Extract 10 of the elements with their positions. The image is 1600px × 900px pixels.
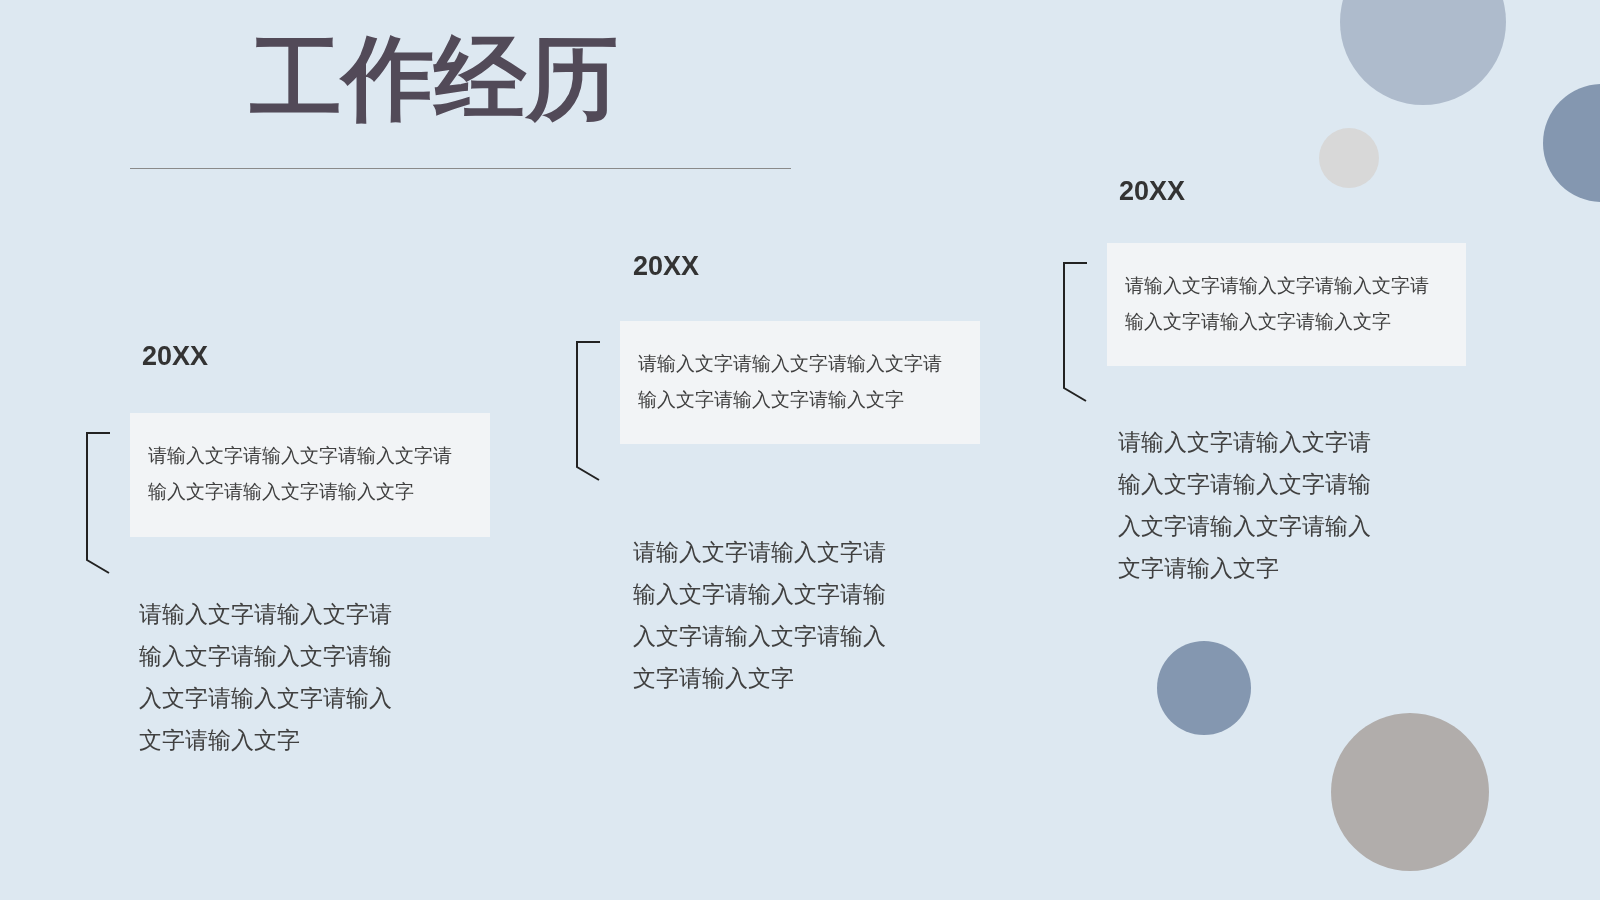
description-text: 请输入文字请输入文字请输入文字请输入文字请输入文字请输入文字请输入文字请输入文字 xyxy=(1118,428,1372,583)
description-text: 请输入文字请输入文字请输入文字请输入文字请输入文字请输入文字请输入文字请输入文字 xyxy=(139,600,393,755)
box-text: 请输入文字请输入文字请输入文字请输入文字请输入文字请输入文字 xyxy=(638,351,943,412)
year-label: 20XX xyxy=(1119,175,1186,207)
year-label: 20XX xyxy=(633,250,700,282)
title: 工作经历 xyxy=(250,24,618,134)
box-text: 请输入文字请输入文字请输入文字请输入文字请输入文字请输入文字 xyxy=(1125,273,1430,334)
box-text: 请输入文字请输入文字请输入文字请输入文字请输入文字请输入文字 xyxy=(148,443,453,504)
year-label: 20XX xyxy=(142,340,209,372)
description-text: 请输入文字请输入文字请输入文字请输入文字请输入文字请输入文字请输入文字请输入文字 xyxy=(633,538,887,693)
